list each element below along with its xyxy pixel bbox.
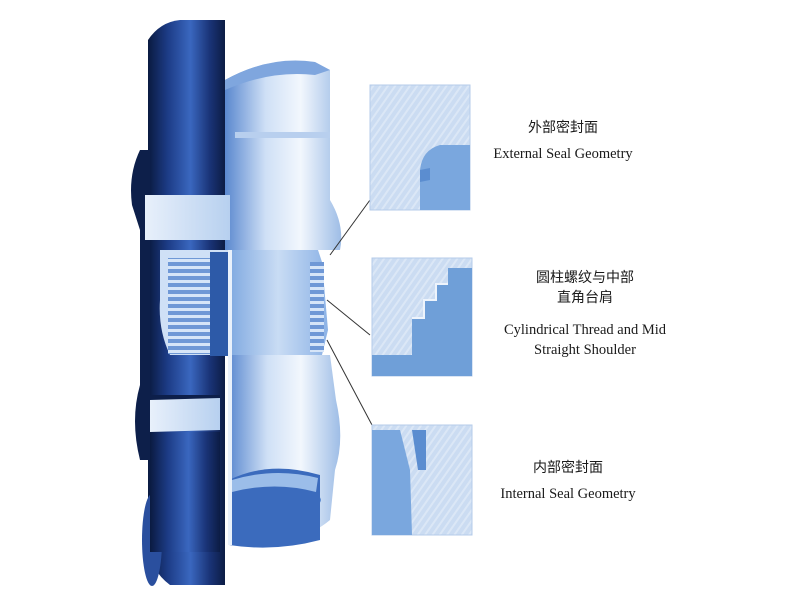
coupling-lower [228,250,341,548]
bore-highlight [228,250,232,545]
label-cylindrical-en-line2: Straight Shoulder [534,342,636,358]
detail-external-seal [369,84,471,211]
detail-internal-seal [371,424,473,536]
leader-lines [326,199,373,426]
label-external-en: External Seal Geometry [493,146,633,162]
label-internal-en: Internal Seal Geometry [500,486,636,502]
label-cylindrical-en-line1: Cylindrical Thread and Mid [503,322,666,338]
label-external-seal: 外部密封面 External Seal Geometry [468,118,658,164]
label-internal-seal: 内部密封面 Internal Seal Geometry [468,458,668,504]
pipe-cutaway [145,195,230,552]
label-cylindrical-cn-line2: 直角台肩 [557,290,613,306]
detail-cylindrical-thread [371,257,473,377]
leader-cylindrical [326,299,371,336]
coupling-upper [225,60,342,250]
label-cylindrical-thread: 圆柱螺纹与中部 直角台肩 Cylindrical Thread and Mid … [470,268,700,360]
leader-internal [326,339,373,426]
label-external-cn: 外部密封面 [528,120,598,136]
label-internal-cn: 内部密封面 [533,460,603,476]
thread-pin [159,250,228,356]
leader-external [329,199,371,256]
label-cylindrical-cn-line1: 圆柱螺纹与中部 [536,270,634,286]
